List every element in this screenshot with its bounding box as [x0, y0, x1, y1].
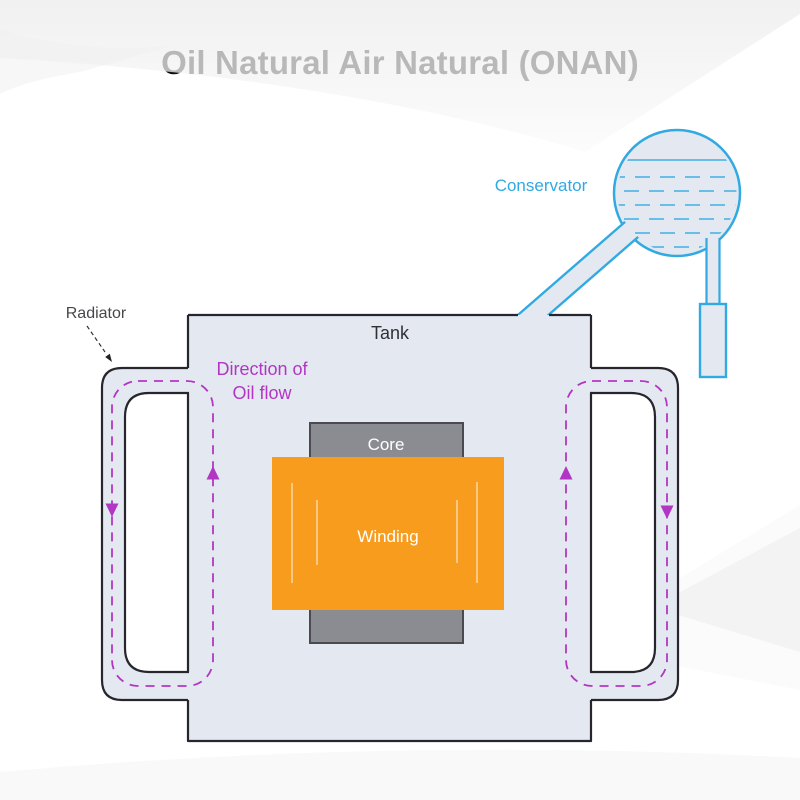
oil-flow-up-arrow	[559, 466, 573, 480]
radiator-right-hole	[590, 391, 657, 674]
background-swoosh	[652, 528, 800, 652]
winding-label: Winding	[357, 527, 418, 546]
pipe-fill	[514, 221, 639, 333]
radiator-pointer-line	[86, 325, 106, 353]
radiator-label: Radiator	[66, 305, 127, 322]
background-swoosh	[0, 30, 170, 94]
pipe-edge	[514, 220, 626, 319]
oil-flow-direction-label: Direction of Oil flow	[216, 359, 308, 403]
tank-label: Tank	[371, 323, 410, 343]
breather-pipe-fill	[706, 238, 720, 306]
conservator-vessel	[612, 128, 742, 258]
oil-flow-label-line2: Oil flow	[232, 383, 292, 403]
oil-flow-loop-left	[111, 380, 214, 687]
tank-outline	[100, 313, 680, 743]
oil-flow-paths	[111, 380, 668, 687]
radiator-pointer	[86, 325, 112, 362]
conservator-label: Conservator	[495, 176, 588, 195]
oil-flow-label-line1: Direction of	[216, 359, 308, 379]
core-label: Core	[368, 435, 405, 454]
winding-turn-lines	[291, 482, 478, 583]
oil-flow-down-arrow	[660, 505, 674, 519]
radiator-pointer-arrowhead	[105, 353, 112, 362]
oil-flow-down-arrow	[105, 503, 119, 517]
background-swoosh	[0, 0, 800, 152]
winding	[272, 457, 504, 610]
conservator	[612, 128, 742, 258]
breather	[698, 302, 728, 379]
oil-flow-arrows	[105, 466, 674, 519]
breather-assembly	[698, 238, 728, 379]
background-swoosh	[0, 749, 800, 800]
oil-flow-loop-right	[565, 380, 668, 687]
radiator-left-hole	[123, 391, 189, 674]
oil-flow-up-arrow	[206, 466, 220, 480]
